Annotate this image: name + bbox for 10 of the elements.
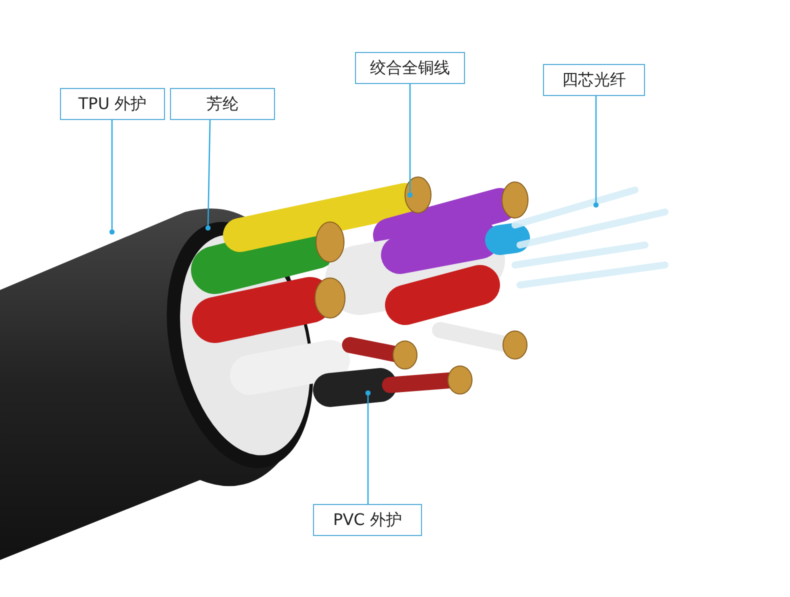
leader-line <box>365 390 371 504</box>
leader-line <box>407 84 413 198</box>
leader-line <box>593 96 599 208</box>
callout-label: 绞合全铜线 <box>355 52 465 84</box>
callout-label: TPU 外护 <box>60 88 165 120</box>
leader-line <box>109 120 115 235</box>
callout-label: 芳纶 <box>170 88 275 120</box>
callout-label: 四芯光纤 <box>543 64 645 96</box>
callout-label: PVC 外护 <box>313 504 422 536</box>
leader-line <box>205 120 211 231</box>
